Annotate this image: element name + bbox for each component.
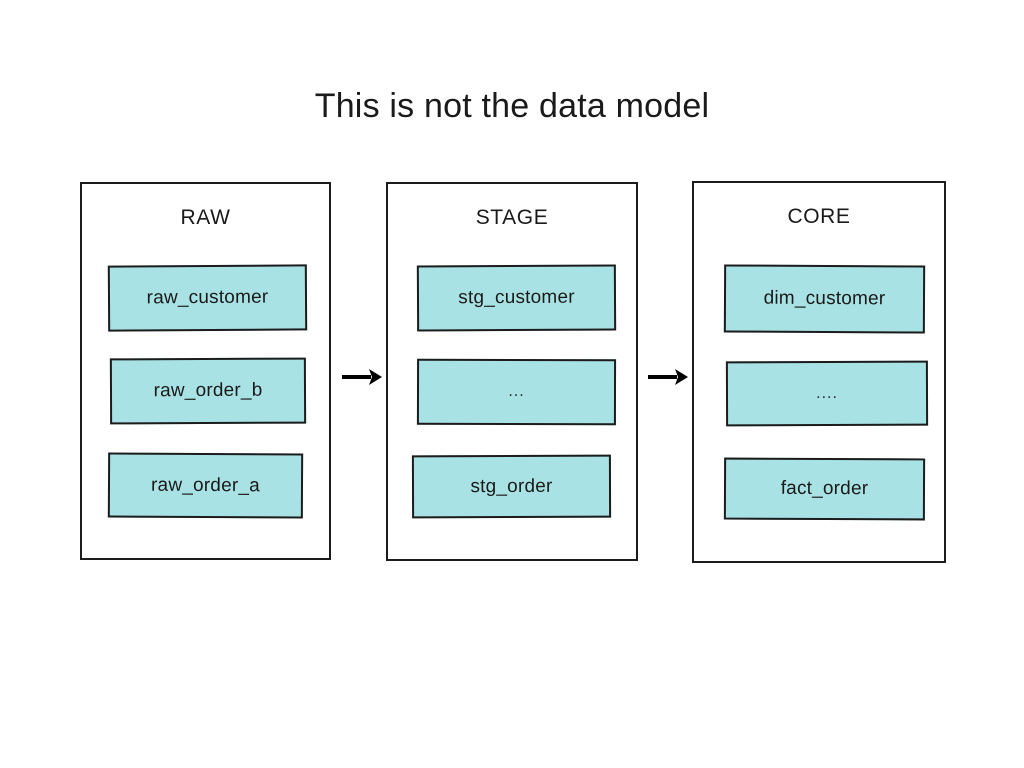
layer-title-stage: STAGE [475,206,549,229]
node-raw-order-a[interactable]: raw_order_a [107,452,304,519]
node-raw-order-b[interactable]: raw_order_b [109,357,307,425]
node-stg-customer[interactable]: stg_customer [416,264,617,332]
node-core-ellipsis[interactable]: .... [725,360,929,427]
node-stage-ellipsis[interactable]: ... [416,358,617,426]
node-fact-order[interactable]: fact_order [723,457,926,521]
node-dim-customer[interactable]: dim_customer [723,264,926,334]
arrow-right-icon-stage-to-core [646,365,690,389]
page-title: This is not the data model [314,87,710,125]
node-stg-order[interactable]: stg_order [411,454,612,519]
layer-title-core: CORE [787,205,851,228]
arrow-right-icon-raw-to-stage [340,365,384,389]
layer-title-raw: RAW [180,206,231,229]
node-raw-customer[interactable]: raw_customer [107,264,308,332]
